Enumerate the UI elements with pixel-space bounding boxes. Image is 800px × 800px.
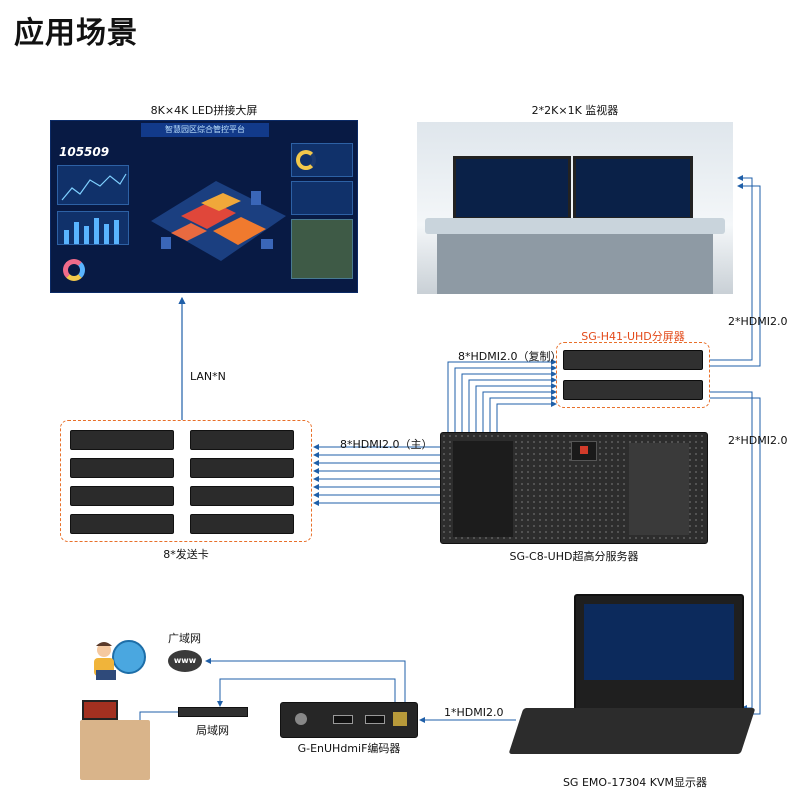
sender-card	[190, 486, 294, 506]
splitter-unit-1	[563, 350, 703, 370]
lan-local-label: 局域网	[196, 724, 229, 737]
operator-desk-icon	[80, 720, 150, 780]
splitter-unit-2	[563, 380, 703, 400]
monitor-left	[453, 156, 571, 220]
person-icon	[92, 640, 122, 684]
hdmi-encoder-label: 1*HDMI2.0	[444, 706, 504, 719]
main-hdmi-lines	[313, 444, 440, 506]
wan-line	[205, 658, 406, 702]
control-room	[417, 122, 733, 294]
monitor-hdmi-lines	[710, 175, 761, 367]
led-bar-panel	[57, 211, 129, 245]
sender-card	[70, 458, 174, 478]
www-icon: www	[168, 650, 202, 672]
globe-icon	[112, 640, 146, 674]
network-switch	[178, 707, 248, 717]
encoder-hdmi-out	[365, 715, 385, 724]
led-stats-panel	[291, 181, 353, 215]
server-slots	[629, 443, 689, 535]
encoder-lan-port	[393, 712, 407, 726]
led-counter: 105509	[59, 145, 110, 159]
sender-card	[70, 514, 174, 534]
sender-card	[190, 458, 294, 478]
page-title: 应用场景	[14, 16, 138, 51]
encoder-hdmi-in	[333, 715, 353, 724]
kvm-screen	[584, 604, 734, 680]
sender-card	[190, 430, 294, 450]
sender-card	[70, 486, 174, 506]
sender-card	[70, 430, 174, 450]
led-camera-panel	[291, 219, 353, 279]
led-platform-title: 智慧园区综合管控平台	[141, 123, 269, 137]
senders-label: 8*发送卡	[163, 548, 209, 561]
led-city-heatmap	[141, 161, 291, 281]
monitors-label: 2*2K×1K 监视器	[531, 104, 619, 117]
splitter-group	[556, 342, 710, 408]
hdmi-kvm-label: 2*HDMI2.0	[728, 434, 788, 447]
desk-line	[139, 711, 178, 720]
sender-group	[60, 420, 312, 542]
led-line-chart-panel	[57, 165, 129, 205]
console-desk	[425, 218, 725, 234]
encoder-label: G-EnUHdmiF编码器	[297, 742, 401, 755]
server-chassis	[440, 432, 708, 544]
led-gauge-panel	[291, 143, 353, 177]
hdmi-copy-label: 8*HDMI2.0（复制）	[458, 350, 562, 363]
hdmi-main-label: 8*HDMI2.0（主）	[340, 438, 433, 451]
sender-card	[190, 514, 294, 534]
kvm-keyboard	[508, 708, 756, 754]
server-label: SG-C8-UHD超高分服务器	[509, 550, 639, 563]
monitor-right	[573, 156, 693, 220]
console-base	[437, 234, 713, 294]
server-io-panel	[453, 441, 513, 537]
lan-local-line	[217, 678, 396, 707]
encoder-audio-port	[295, 713, 307, 725]
splitter-label: SG-H41-UHD分屏器	[581, 330, 685, 343]
lan-label: LAN*N	[190, 370, 226, 383]
copy-hdmi-lines	[447, 359, 557, 432]
desk-monitor	[82, 700, 118, 720]
wan-label: 广域网	[168, 632, 201, 645]
kvm-label: SG EMO-17304 KVM显示器	[562, 776, 708, 789]
hdmi-monitor-label: 2*HDMI2.0	[728, 315, 788, 328]
led-wall-label: 8K×4K LED拼接大屏	[150, 104, 258, 117]
encoder-device	[280, 702, 418, 738]
led-wall: 智慧园区综合管控平台 105509	[50, 120, 358, 293]
led-donut	[63, 259, 85, 281]
power-socket	[571, 441, 597, 461]
